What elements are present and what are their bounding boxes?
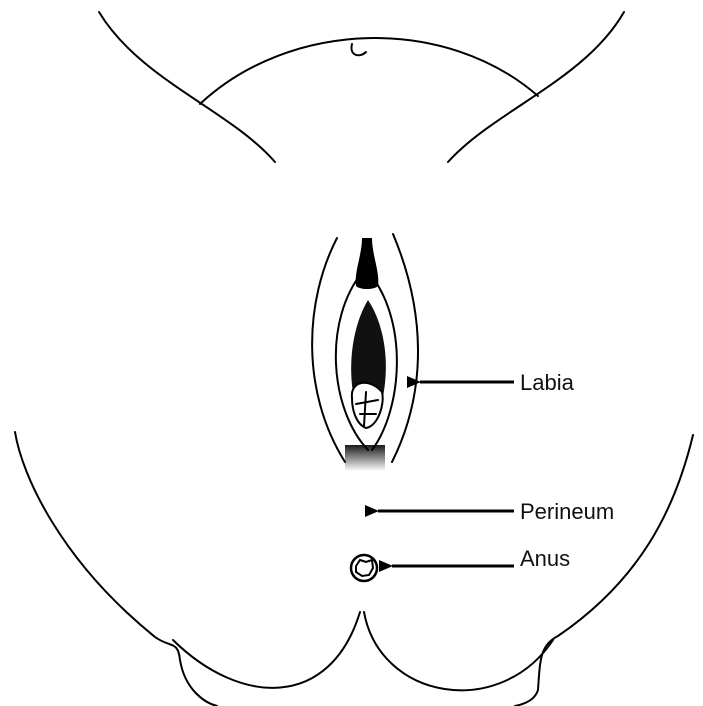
label-anus: Anus [520, 546, 570, 571]
arrows [378, 382, 514, 566]
labia-group [312, 234, 418, 471]
navel-mark [351, 44, 366, 55]
abdomen-outline [99, 12, 624, 162]
left-cheek-crease [173, 612, 360, 688]
clitoral-hood [356, 238, 379, 289]
labels: Labia Perineum Anus [520, 370, 614, 571]
anus-group [351, 555, 377, 581]
outer-labia-left [312, 238, 345, 462]
left-buttock-line [15, 432, 217, 706]
label-labia: Labia [520, 370, 575, 395]
right-cheek-crease [364, 612, 553, 690]
right-upper-thigh-line [448, 12, 624, 162]
left-upper-thigh-line [99, 12, 275, 162]
belly-arc [200, 38, 538, 104]
labia-fade [345, 445, 385, 471]
opening-detail [352, 383, 383, 428]
label-perineum: Perineum [520, 499, 614, 524]
